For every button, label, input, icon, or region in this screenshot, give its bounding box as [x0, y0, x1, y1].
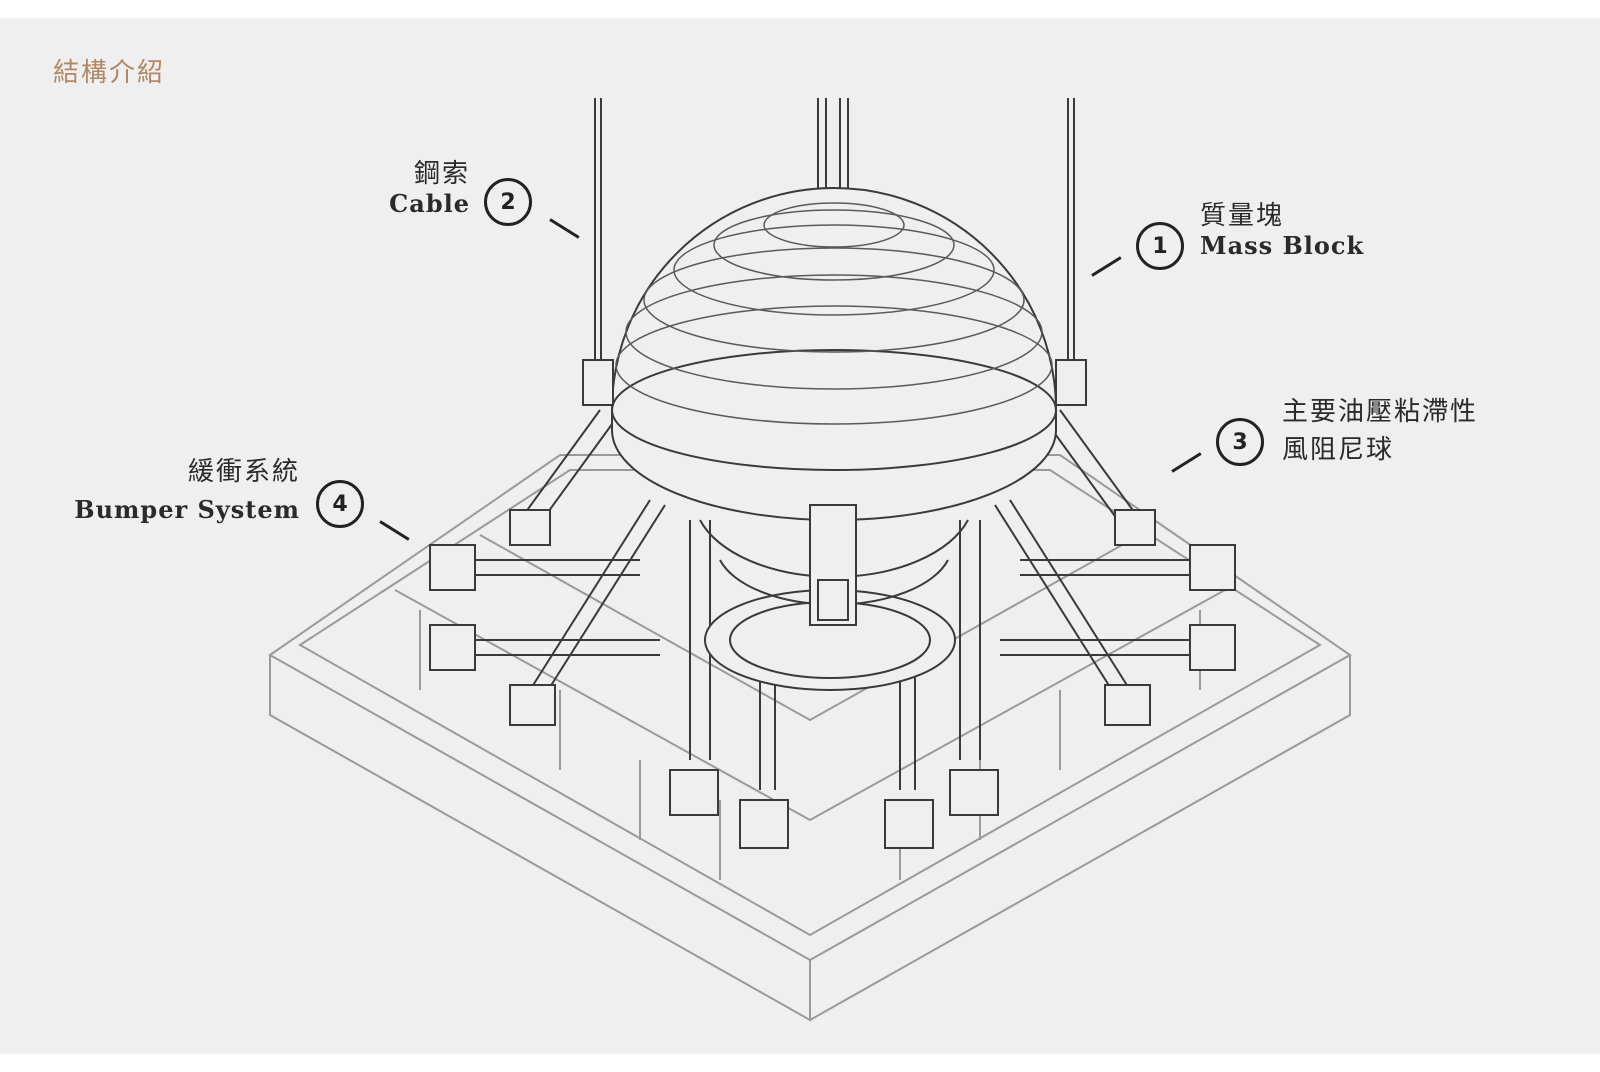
- damper-label-zh-line2: 風阻尼球: [1282, 434, 1395, 465]
- bumper-label-zh: 緩衝系統: [187, 457, 300, 487]
- sphere-layers: [615, 202, 1053, 425]
- cable-label-en: Cable: [389, 188, 470, 218]
- callout-cable-label: 鋼索 Cable: [370, 159, 470, 219]
- bumpers: [429, 509, 1236, 849]
- callout-number-3: 3: [1216, 418, 1264, 466]
- mass-block-label-en: Mass Block: [1200, 230, 1365, 260]
- mass-block-label-zh: 質量塊: [1200, 201, 1285, 231]
- bumper-label-en: Bumper System: [74, 494, 300, 524]
- callout-bumper-label: 緩衝系統 Bumper System: [60, 457, 300, 525]
- callout-number-4: 4: [316, 480, 364, 528]
- callout-damper-label: 主要油壓粘滯性 風阻尼球: [1282, 397, 1479, 466]
- damper-label-zh-line1: 主要油壓粘滯性: [1282, 397, 1479, 427]
- callout-number-2: 2: [484, 178, 532, 226]
- cable-clamps: [582, 359, 1087, 626]
- callout-number-1: 1: [1136, 222, 1184, 270]
- cable-label-zh: 鋼索: [413, 159, 470, 189]
- callout-mass-block-label: 質量塊 Mass Block: [1200, 201, 1365, 261]
- page-title: 結構介紹: [53, 58, 166, 88]
